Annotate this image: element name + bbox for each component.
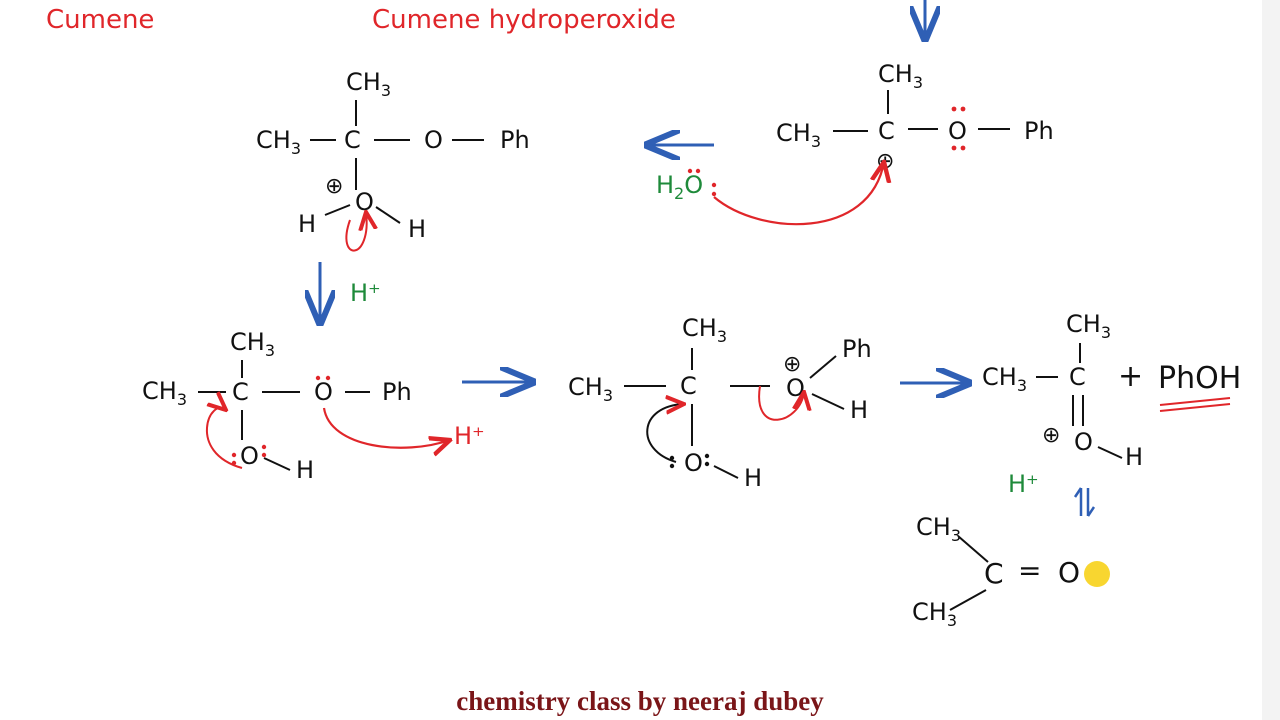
structure-f-ch3-top: CH3 <box>916 513 961 545</box>
watermark-caption: chemistry class by neeraj dubey <box>456 686 824 716</box>
structure-f-double-bond: = <box>1018 554 1041 587</box>
structure-c-central-c: C <box>232 378 249 406</box>
proton-label-2: H⁺ <box>454 422 485 450</box>
right-edge-panel <box>1262 0 1280 720</box>
lone-pair-push-arrow <box>206 408 243 469</box>
title-cumene: Cumene <box>46 5 154 35</box>
structure-b-oxygen: O <box>424 126 443 154</box>
structure-d-h-right: H <box>850 396 868 424</box>
structure-a-carbocation: CH3 CH3 C O Ph ⊕ <box>776 60 1054 174</box>
proton-label-3: H⁺ <box>1008 470 1039 498</box>
oxygen-protonation-arrow <box>322 407 450 448</box>
structure-d-plus-charge: ⊕ <box>783 352 801 377</box>
water-label: H2O <box>656 171 703 203</box>
structure-e-plus-charge: ⊕ <box>1042 423 1060 448</box>
structure-e-central-c: C <box>1069 363 1086 391</box>
structure-b-ch3-left: CH3 <box>256 126 301 158</box>
structure-b-h-left: H <box>298 210 316 238</box>
structure-b-oxonium-o: O <box>355 188 374 216</box>
proton-label-1: H⁺ <box>350 279 381 307</box>
structure-e-protonated-acetone: CH3 CH3 C O ⊕ H + PhOH <box>982 310 1241 471</box>
water-nucleophile: H2O <box>656 168 717 203</box>
structure-f-ch3-bottom: CH3 <box>912 598 957 630</box>
structure-a-oxygen: O <box>948 117 967 145</box>
bond-cleavage-arrow <box>758 385 804 421</box>
structure-f-acetone: CH3 CH3 C = O <box>912 513 1110 630</box>
structure-e-ch3-left: CH3 <box>982 363 1027 395</box>
structure-c-oxygen: O <box>314 378 333 406</box>
structure-d-ch3-top: CH3 <box>682 314 727 346</box>
title-cumene-hydroperoxide: Cumene hydroperoxide <box>372 5 676 35</box>
structure-b-central-c: C <box>344 126 361 154</box>
structure-d-ph: Ph <box>842 335 872 363</box>
cursor-highlight-dot <box>1084 561 1110 587</box>
structure-e-h: H <box>1125 443 1143 471</box>
structure-a-ch3-left: CH3 <box>776 119 821 151</box>
structure-d-central-c: C <box>680 372 697 400</box>
structure-b-oxonium: CH3 CH3 C O Ph O ⊕ H H <box>256 68 530 252</box>
structure-a-plus-charge: ⊕ <box>876 149 894 174</box>
structure-c-ph: Ph <box>382 378 412 406</box>
proton-loss-curved-arrow <box>345 212 366 252</box>
structure-a-central-c: C <box>878 117 895 145</box>
structure-e-ch3-top: CH3 <box>1066 310 1111 342</box>
structure-d-protonated-ether: CH3 CH3 C O ⊕ Ph H O H <box>568 314 872 492</box>
plus-sign: + <box>1118 359 1143 394</box>
phenol-product: PhOH <box>1158 361 1241 396</box>
structure-a-ch3-top: CH3 <box>878 60 923 92</box>
structure-c-ch3-top: CH3 <box>230 328 275 360</box>
structure-d-ch3-left: CH3 <box>568 373 613 405</box>
structure-b-h-right: H <box>408 215 426 243</box>
structure-b-ph: Ph <box>500 126 530 154</box>
structure-b-plus-charge: ⊕ <box>325 174 343 199</box>
structure-b-ch3-top: CH3 <box>346 68 391 100</box>
structure-d-hydroxyl-h: H <box>744 464 762 492</box>
structure-a-ph: Ph <box>1024 117 1054 145</box>
water-attack-curved-arrow <box>713 162 884 226</box>
structure-f-oxygen: O <box>1058 556 1080 589</box>
internal-electron-push-arrow <box>646 404 684 463</box>
structure-c-hemiketal: CH3 CH3 C O Ph O H H⁺ <box>142 328 485 484</box>
structure-c-ch3-left: CH3 <box>142 377 187 409</box>
equilibrium-arrow <box>1073 487 1096 517</box>
structure-e-oxygen: O <box>1074 428 1093 456</box>
structure-d-hydroxyl-o: O <box>684 449 703 477</box>
structure-f-carbonyl-c: C <box>984 557 1004 590</box>
structure-c-hydroxyl-h: H <box>296 456 314 484</box>
structure-c-hydroxyl-o: O <box>240 442 259 470</box>
